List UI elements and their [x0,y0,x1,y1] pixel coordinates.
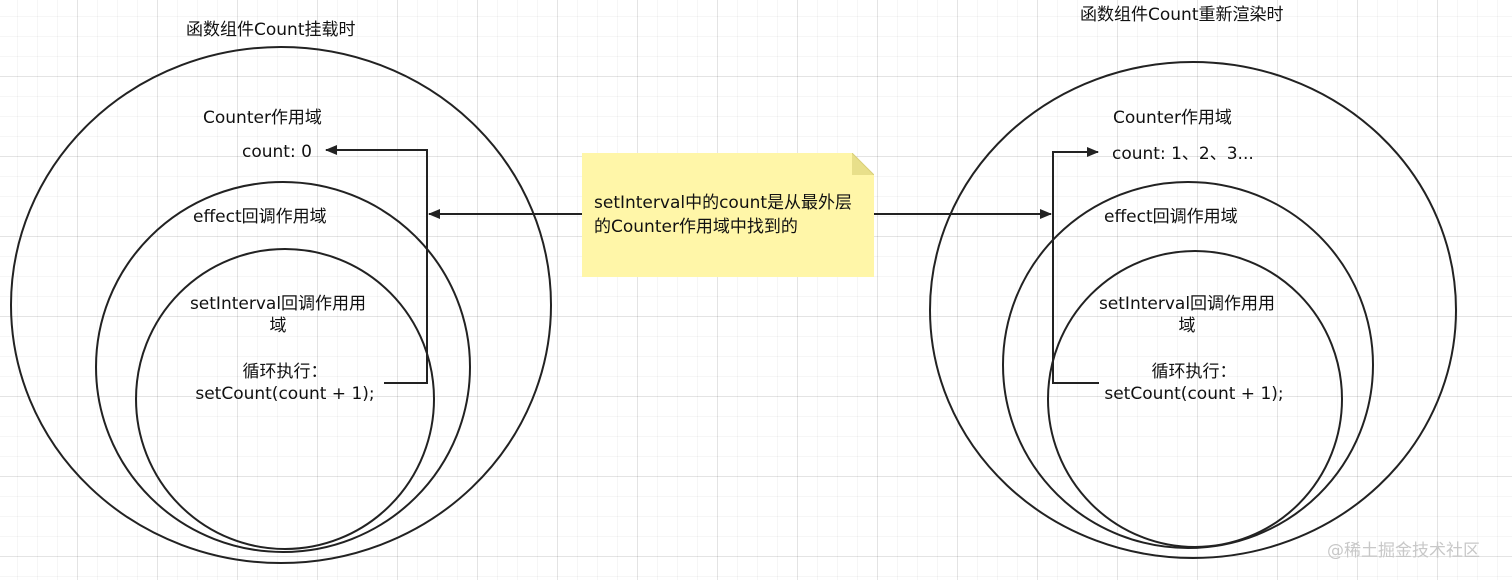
right-lookup-arrow [1052,147,1099,384]
note-text: setInterval中的count是从最外层的Counter作用域中找到的 [594,193,853,237]
right-interval-scope-label: setInterval回调作用用 域 [1098,294,1276,336]
right-count-value: count: 1、2、3... [1112,144,1254,164]
left-effect-scope-circle [95,181,471,553]
left-count-value: count: 0 [242,142,312,162]
left-panel-title: 函数组件Count挂载时 [186,20,356,40]
left-interval-scope-label: setInterval回调作用用 域 [189,294,367,336]
left-counter-scope-circle [10,46,552,564]
watermark: @稀土掘金技术社区 [1327,541,1480,561]
left-effect-scope-label: effect回调作用域 [193,207,327,227]
right-loop-label: 循环执行： setCount(count + 1); [1104,362,1284,404]
right-counter-scope-circle [929,61,1457,559]
left-lookup-arrow [325,145,428,384]
note-fold-corner [852,153,874,175]
right-panel-title: 函数组件Count重新渲染时 [1080,5,1284,25]
right-effect-scope-label: effect回调作用域 [1104,207,1238,227]
left-loop-label: 循环执行： setCount(count + 1); [195,362,375,404]
right-effect-scope-circle [1002,181,1374,549]
right-interval-scope-circle [1047,250,1343,548]
left-counter-scope-label: Counter作用域 [203,108,322,128]
left-interval-scope-circle [135,248,435,550]
right-counter-scope-label: Counter作用域 [1113,108,1232,128]
sticky-note [582,153,874,277]
